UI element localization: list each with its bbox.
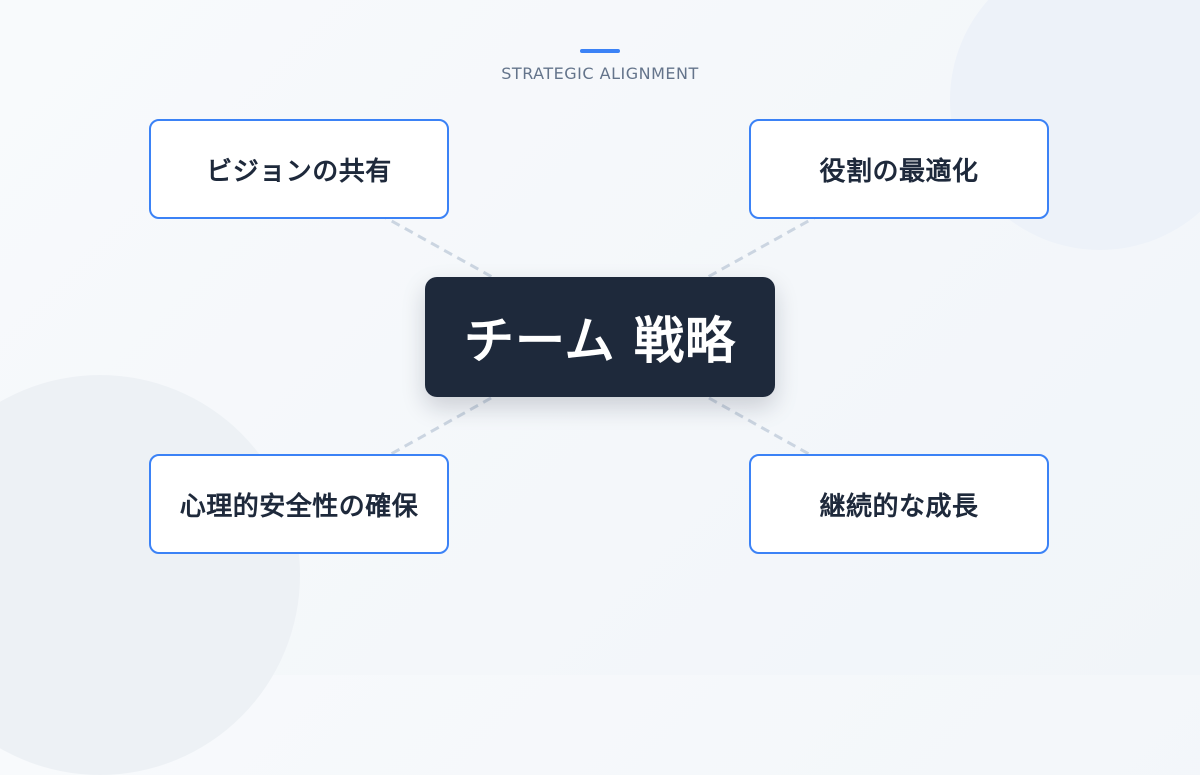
subtitle: STRATEGIC ALIGNMENT [501,64,699,83]
accent-bar [580,49,620,53]
node-label: ビジョンの共有 [206,156,392,187]
node-label: 心理的安全性の確保 [179,491,419,522]
node-bottom-right: 継続的な成長 [749,454,1049,554]
node-top-right: 役割の最適化 [749,119,1049,219]
center-title: チーム 戦略 [464,312,736,370]
node-top-left: ビジョンの共有 [149,119,449,219]
node-label: 継続的な成長 [819,491,979,522]
header: STRATEGIC ALIGNMENT [0,49,1200,83]
node-bottom-left: 心理的安全性の確保 [149,454,449,554]
center-node: チーム 戦略 [425,277,775,397]
node-label: 役割の最適化 [819,156,979,187]
